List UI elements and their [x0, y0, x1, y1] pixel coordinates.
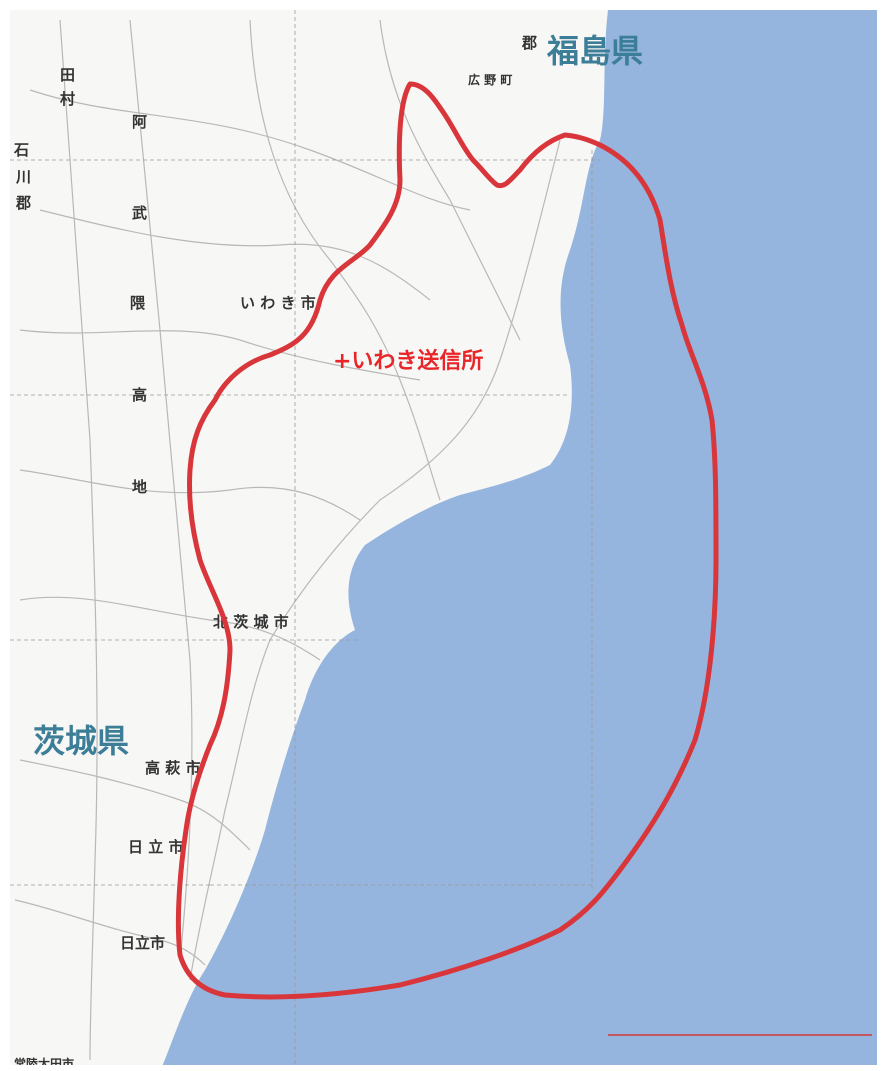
ishikawa-ishi-label: 石	[13, 141, 29, 159]
hirono-town-label: 広 野 町	[468, 72, 512, 87]
abukuma-a-label: 阿	[132, 113, 147, 131]
map-grid	[10, 10, 600, 1065]
road-network	[14, 19, 561, 1061]
plateau-ko-label: 高	[132, 386, 147, 404]
plateau-chi-label: 地	[132, 478, 147, 496]
hitachi-city-north-label: 日 立 市	[128, 838, 183, 856]
sea-area	[162, 10, 877, 1065]
tamura-mura-label: 村	[60, 90, 75, 108]
tamura-ta-label: 田	[60, 66, 75, 84]
prefecture-label-fukushima: 福島県	[546, 32, 643, 70]
ishikawa-kawa-label: 川	[15, 168, 31, 186]
prefecture-label-ibaraki: 茨城県	[33, 722, 129, 760]
hitachi-city-south-label: 日立市	[120, 934, 165, 952]
ishikawa-gun-label: 郡	[15, 194, 31, 212]
station-label: +いわき送信所	[333, 348, 483, 374]
kitaibaraki-city-label: 北 茨 城 市	[213, 613, 289, 631]
iwaki-city-label: い わ き 市	[240, 294, 316, 312]
abukuma-bu-label: 武	[132, 204, 147, 222]
coverage-area-outline	[175, 81, 719, 1000]
futaba-gun-label: 郡	[521, 34, 537, 52]
abukuma-kuma-label: 隈	[130, 294, 146, 312]
takahagi-city-label: 高 萩 市	[145, 759, 200, 777]
hitachiota-city-label: 常陸太田市	[14, 1056, 74, 1071]
